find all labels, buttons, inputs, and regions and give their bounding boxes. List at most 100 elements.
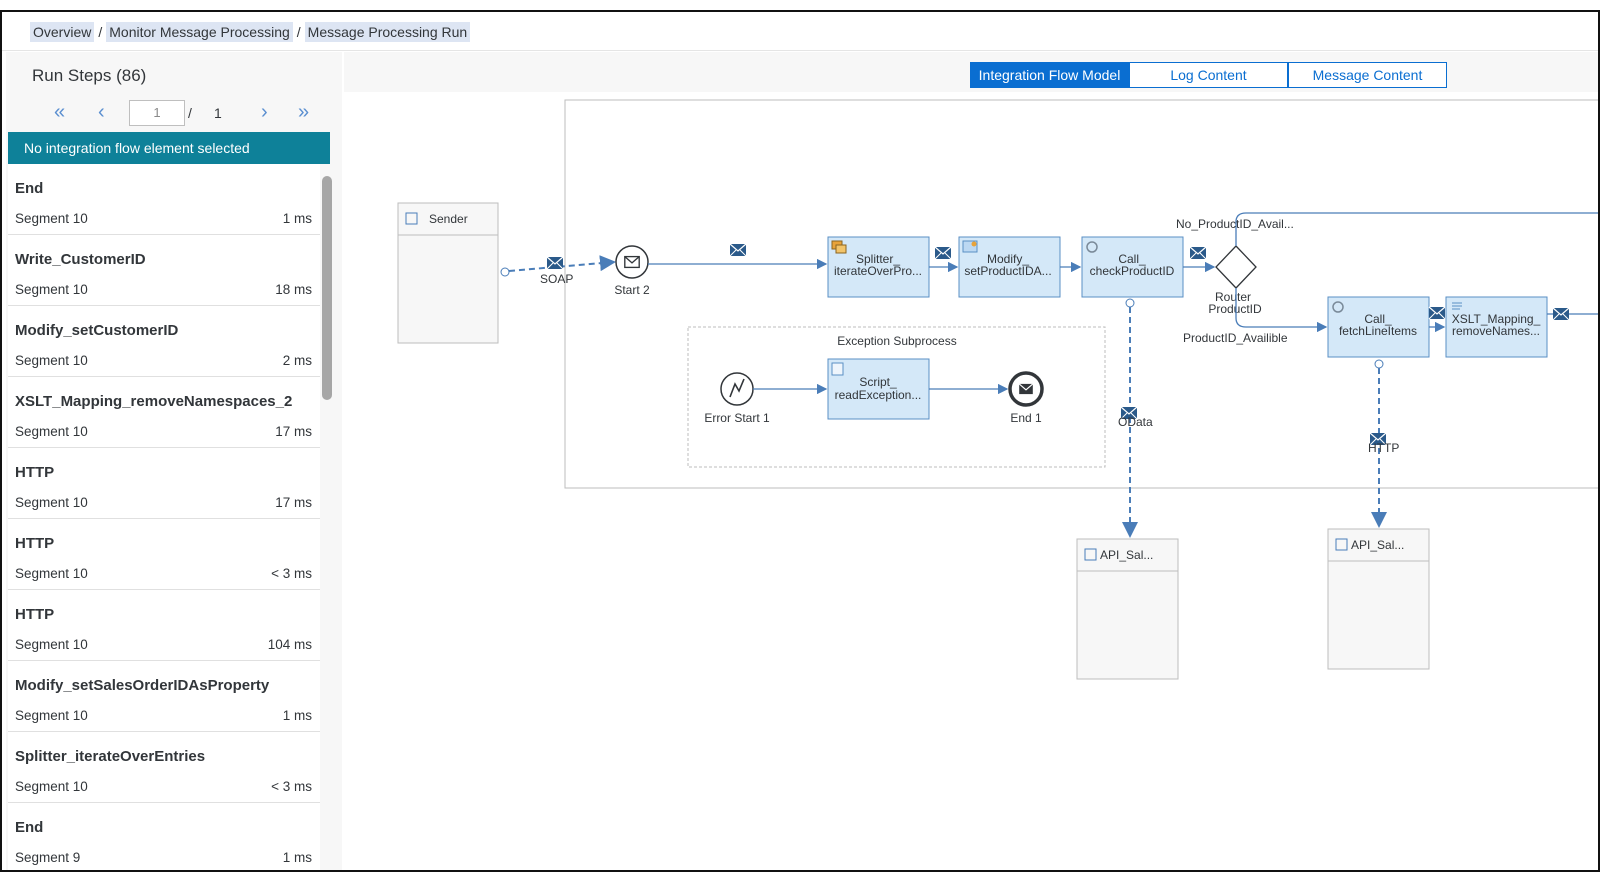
tab-log-content[interactable]: Log Content — [1129, 62, 1288, 88]
script-label-line1: Script_ — [859, 375, 897, 389]
envelope-icon — [1018, 383, 1034, 395]
message-icon — [729, 243, 747, 257]
call-check-label-line2: checkProductID — [1090, 264, 1175, 278]
sender-participant[interactable]: Sender — [397, 202, 499, 344]
breadcrumb: Overview / Monitor Message Processing / … — [30, 22, 471, 42]
route-product-available[interactable] — [1235, 288, 1328, 333]
gear-icon — [1332, 301, 1344, 313]
step-duration: 17 ms — [275, 495, 312, 510]
tab-message-content[interactable]: Message Content — [1288, 62, 1447, 88]
start-event-label: Start 2 — [614, 283, 650, 297]
participant-icon — [405, 212, 418, 225]
breadcrumb-monitor-link[interactable]: Monitor Message Processing — [106, 22, 293, 42]
step-duration: < 3 ms — [271, 566, 312, 581]
splitter-label-line1: Splitter_ — [856, 252, 900, 266]
previous-page-icon[interactable]: ‹ — [98, 101, 105, 123]
page-number-input[interactable]: 1 — [129, 100, 185, 126]
xslt-label-line1: XSLT_Mapping_ — [1452, 312, 1541, 326]
list-item[interactable]: HTTP Segment 10 17 ms — [8, 448, 320, 519]
script-step[interactable]: Script_ readException... — [827, 358, 930, 420]
next-page-icon[interactable]: › — [261, 101, 268, 123]
step-segment: Segment 10 — [15, 566, 88, 581]
step-segment: Segment 10 — [15, 211, 88, 226]
message-icon — [934, 246, 952, 260]
list-item[interactable]: Modify_setCustomerID Segment 10 2 ms — [8, 306, 320, 377]
receiver-1-label: API_Sal... — [1100, 548, 1153, 562]
error-start-event[interactable]: Error Start 1 — [704, 372, 770, 425]
list-item[interactable]: End Segment 10 1 ms — [8, 164, 320, 235]
receiver-participant-odata[interactable]: API_Sal... — [1076, 538, 1179, 680]
tab-integration-flow-model[interactable]: Integration Flow Model — [970, 62, 1129, 88]
script-icon — [831, 362, 844, 376]
list-scrollbar[interactable] — [322, 176, 332, 400]
step-duration: 104 ms — [267, 637, 312, 652]
route-product-available-label: ProductID_Availible — [1183, 331, 1288, 345]
call-check-product-step[interactable]: Call_ checkProductID — [1081, 236, 1184, 298]
exception-subprocess-label: Exception Subprocess — [837, 334, 956, 348]
header-divider — [2, 50, 1598, 51]
step-segment: Segment 9 — [15, 850, 81, 865]
list-item[interactable]: XSLT_Mapping_removeNamespaces_2 Segment … — [8, 377, 320, 448]
integration-flow-canvas[interactable]: Sender SOAP Start 2 — [344, 92, 1600, 870]
breadcrumb-separator: / — [296, 24, 301, 40]
http-label: HTTP — [1368, 441, 1399, 455]
start-event[interactable]: Start 2 — [614, 245, 650, 297]
sender-label: Sender — [429, 212, 468, 226]
odata-label: OData — [1118, 415, 1153, 429]
participant-icon — [1084, 548, 1097, 561]
lightning-icon — [729, 378, 745, 398]
modify-label-line1: Modify_ — [987, 252, 1029, 266]
list-item[interactable]: Write_CustomerID Segment 10 18 ms — [8, 235, 320, 306]
step-name: HTTP — [15, 535, 55, 552]
list-item[interactable]: HTTP Segment 10 104 ms — [8, 590, 320, 661]
step-name: Modify_setSalesOrderIDAsProperty — [15, 677, 270, 694]
step-name: HTTP — [15, 606, 55, 623]
step-name: End — [15, 180, 44, 197]
odata-connection[interactable]: OData — [1118, 298, 1153, 538]
end-event[interactable]: End 1 — [1008, 371, 1044, 425]
error-start-label: Error Start 1 — [704, 411, 770, 425]
router-label-line2: ProductID — [1208, 302, 1262, 316]
breadcrumb-separator: / — [98, 24, 103, 40]
view-tabs: Integration Flow Model Log Content Messa… — [970, 62, 1447, 88]
http-connection[interactable]: HTTP — [1368, 359, 1399, 528]
gear-icon — [1086, 241, 1098, 253]
soap-label: SOAP — [540, 272, 573, 286]
pager-total: 1 — [214, 105, 222, 121]
list-item[interactable]: Splitter_iterateOverEntries Segment 10 <… — [8, 732, 320, 803]
modify-label-line2: setProductIDA... — [964, 264, 1051, 278]
envelope-icon — [624, 255, 640, 269]
integration-flow-diagram: Sender SOAP Start 2 — [397, 99, 1600, 680]
last-page-icon[interactable]: » — [298, 101, 310, 123]
router-gateway[interactable]: Router ProductID — [1208, 245, 1262, 316]
breadcrumb-overview-link[interactable]: Overview — [30, 22, 95, 42]
call-fetch-line-items-step[interactable]: Call_ fetchLineItems — [1327, 296, 1430, 358]
xslt-label-line2: removeNames... — [1452, 324, 1540, 338]
selection-banner: No integration flow element selected — [8, 132, 330, 164]
xslt-mapping-step[interactable]: XSLT_Mapping_ removeNames... — [1445, 296, 1548, 358]
splitter-step[interactable]: Splitter_ iterateOverPro... — [827, 236, 930, 298]
run-steps-panel: Run Steps (86) « ‹ 1 / 1 › » No integrat… — [6, 52, 342, 870]
participant-icon — [1335, 538, 1348, 551]
run-steps-list: End Segment 10 1 ms Write_CustomerID Seg… — [8, 164, 320, 870]
content-modifier-icon — [962, 240, 978, 253]
pager: « ‹ 1 / 1 › » — [6, 100, 336, 128]
list-item[interactable]: End Segment 9 1 ms — [8, 803, 320, 870]
message-icon — [1552, 307, 1570, 321]
step-name: Write_CustomerID — [15, 251, 146, 268]
route-no-product-label: No_ProductID_Avail... — [1176, 217, 1294, 231]
step-duration: 18 ms — [275, 282, 312, 297]
route-no-product[interactable] — [1235, 212, 1600, 246]
receiver-2-label: API_Sal... — [1351, 538, 1404, 552]
first-page-icon[interactable]: « — [54, 101, 66, 123]
modify-step[interactable]: Modify_ setProductIDA... — [958, 236, 1061, 298]
soap-connection[interactable]: SOAP — [500, 255, 616, 286]
receiver-participant-http[interactable]: API_Sal... — [1327, 528, 1430, 670]
step-duration: < 3 ms — [271, 779, 312, 794]
step-segment: Segment 10 — [15, 424, 88, 439]
list-item[interactable]: HTTP Segment 10 < 3 ms — [8, 519, 320, 590]
list-item[interactable]: Modify_setSalesOrderIDAsProperty Segment… — [8, 661, 320, 732]
step-segment: Segment 10 — [15, 708, 88, 723]
step-name: XSLT_Mapping_removeNamespaces_2 — [15, 393, 293, 410]
step-name: HTTP — [15, 464, 55, 481]
